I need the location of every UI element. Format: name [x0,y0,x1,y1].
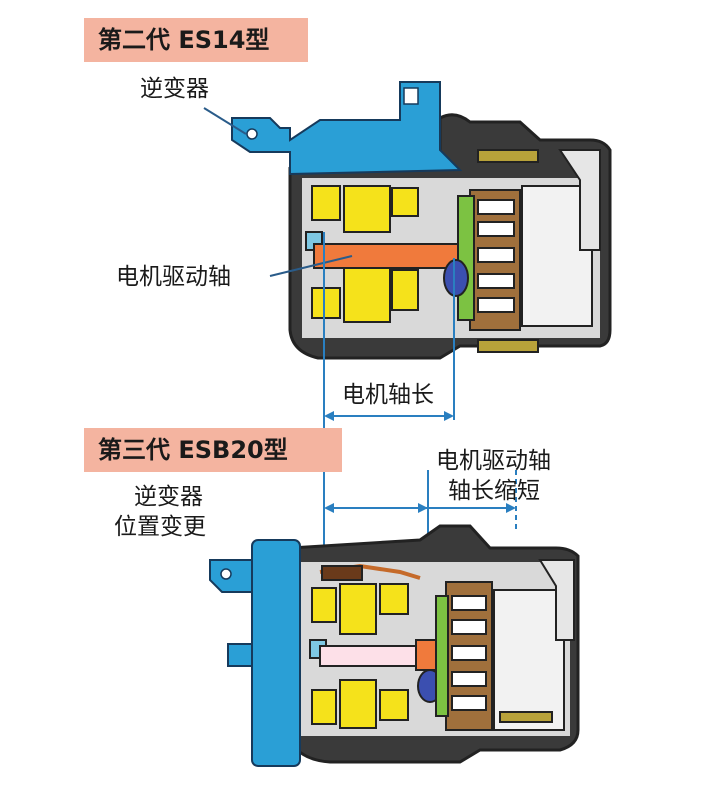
es14-shaft-label: 电机驱动轴 [116,264,231,290]
shortened-shaft-label-line1: 电机驱动轴 [436,448,551,474]
es14-inverter-label: 逆变器 [140,76,209,102]
shaft-length-label: 电机轴长 [342,382,434,408]
es14-title-badge: 第二代 ES14型 [84,18,308,62]
esb20-title-badge: 第三代 ESB20型 [84,428,342,472]
esb20-compressor-cross-section [209,524,580,767]
shortened-shaft-label-line2: 轴长缩短 [448,478,540,504]
esb20-inverter-label-line2: 位置变更 [114,514,206,540]
esb20-inverter-label-line1: 逆变器 [134,484,203,510]
es14-compressor-cross-section [203,81,612,360]
